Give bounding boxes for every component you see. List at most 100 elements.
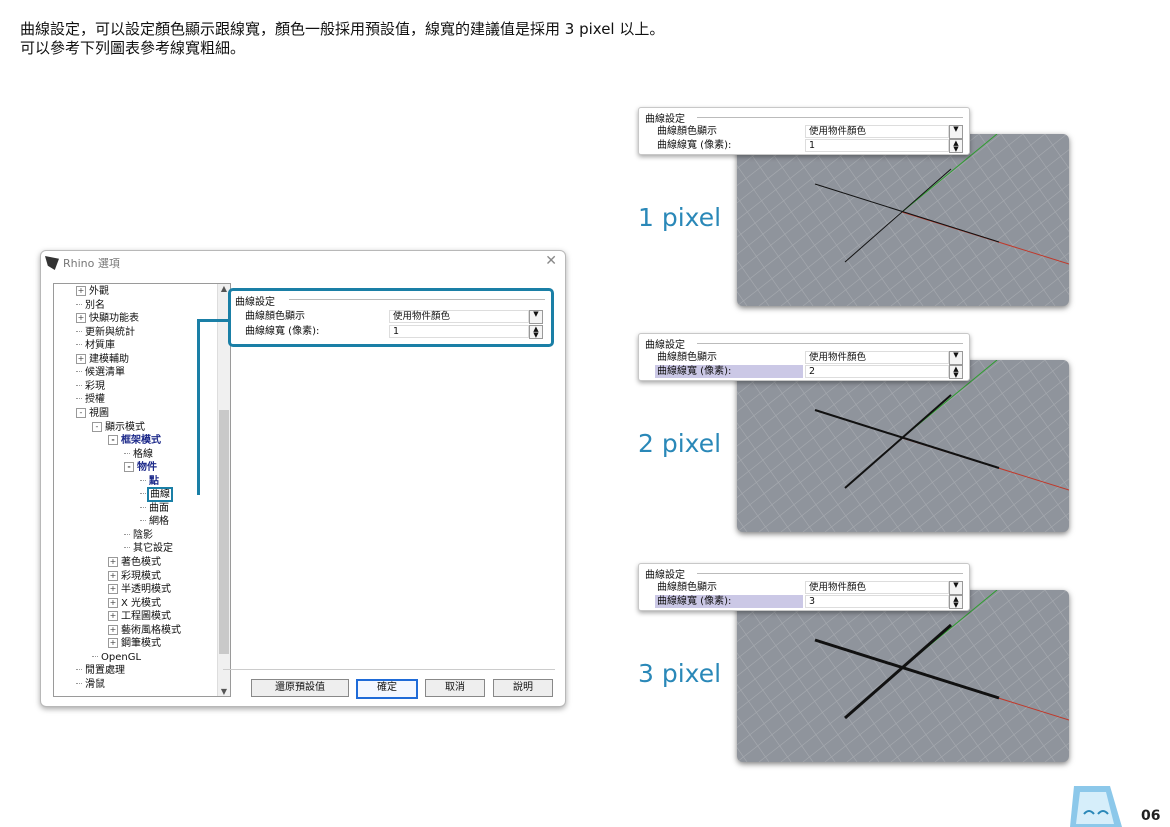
expand-icon[interactable]: + — [108, 638, 118, 649]
close-icon[interactable]: ✕ — [545, 253, 557, 269]
tree-item-label: 其它設定 — [133, 543, 173, 555]
cancel-button[interactable]: 取消 — [425, 679, 485, 697]
tree-item[interactable]: -物件 — [124, 462, 157, 474]
tree-item[interactable]: +X 光模式 — [108, 597, 161, 610]
tree-item[interactable]: -視圖 — [76, 407, 109, 420]
tree-item[interactable]: +藝術風格模式 — [108, 624, 181, 637]
chevron-down-icon[interactable]: ▼ — [529, 310, 543, 324]
expand-icon[interactable]: + — [108, 597, 118, 608]
collapse-icon[interactable]: - — [108, 435, 118, 446]
spinner-icon[interactable]: ▲▼ — [949, 139, 963, 153]
expand-icon[interactable]: + — [76, 353, 86, 364]
width-input[interactable]: 3 — [805, 595, 949, 608]
tree-scrollbar[interactable]: ▲ ▼ — [217, 284, 230, 696]
tree-item[interactable]: 陰影 — [124, 530, 153, 542]
tree-item[interactable]: 彩現 — [76, 381, 105, 393]
collapse-icon[interactable]: - — [124, 462, 134, 473]
color-label: 曲線顏色顯示 — [657, 582, 717, 593]
tree-item[interactable]: 閒置處理 — [76, 665, 125, 677]
rhino-options-dialog: Rhino 選項 ✕ ▲ ▼ +外觀別名+快顯功能表更新與統計材質庫+建模輔助候… — [40, 250, 566, 707]
group-divider — [289, 299, 545, 300]
group-divider — [697, 117, 963, 118]
restore-defaults-button[interactable]: 還原預設值 — [251, 679, 349, 697]
width-caption: 1 pixel — [638, 203, 722, 232]
tree-item[interactable]: -框架模式 — [108, 435, 161, 447]
width-input[interactable]: 2 — [805, 365, 949, 378]
tree-item-label: 陰影 — [133, 529, 153, 541]
tree-item[interactable]: 曲線 — [140, 487, 173, 503]
tree-item-label: 點 — [149, 475, 159, 487]
tree-item[interactable]: +著色模式 — [108, 557, 161, 569]
tree-connector — [76, 398, 82, 400]
color-row: 曲線顏色顯示 使用物件顏色 ▼ — [655, 351, 963, 365]
tree-connector — [76, 371, 82, 373]
tree-item-label: 彩現模式 — [121, 570, 161, 582]
chevron-down-icon[interactable]: ▼ — [949, 351, 963, 365]
tree-item-label: 鋼筆模式 — [121, 638, 161, 650]
expand-icon[interactable]: + — [76, 286, 86, 296]
tree-item[interactable]: 其它設定 — [124, 543, 173, 555]
tree-item[interactable]: +外觀 — [76, 286, 109, 298]
color-label: 曲線顏色顯示 — [245, 311, 305, 322]
tree-item[interactable]: 候選清單 — [76, 367, 125, 379]
expand-icon[interactable]: + — [76, 313, 86, 324]
color-select[interactable]: 使用物件顏色 — [805, 351, 949, 364]
intro-line-1: 曲線設定，可以設定顏色顯示跟線寬，顏色一般採用預設值，線寬的建議值是採用 3 p… — [20, 20, 665, 38]
width-label: 曲線線寬 (像素): — [655, 365, 803, 378]
color-select[interactable]: 使用物件顏色 — [389, 310, 529, 323]
dialog-title: Rhino 選項 — [63, 257, 120, 270]
spinner-icon[interactable]: ▲▼ — [949, 365, 963, 379]
tree-item[interactable]: +鋼筆模式 — [108, 638, 161, 650]
tree-item[interactable]: +彩現模式 — [108, 570, 161, 583]
tree-item-label: 物件 — [137, 462, 157, 474]
tree-item[interactable]: 網格 — [140, 516, 169, 528]
tree-item-label: 更新與統計 — [85, 326, 135, 338]
color-select[interactable]: 使用物件顏色 — [805, 581, 949, 594]
tree-item-label: 閒置處理 — [85, 665, 125, 677]
spinner-icon[interactable]: ▲▼ — [949, 595, 963, 609]
tree-item[interactable]: 曲面 — [140, 503, 169, 515]
group-title: 曲線設定 — [235, 293, 279, 308]
tree-item[interactable]: +工程圖模式 — [108, 611, 171, 623]
spinner-icon[interactable]: ▲▼ — [529, 325, 543, 339]
curve-settings-panel: 曲線設定 曲線顏色顯示 使用物件顏色 ▼ 曲線線寬 (像素): 3 ▲▼ — [638, 563, 970, 611]
connector-top — [197, 319, 228, 498]
expand-icon[interactable]: + — [108, 570, 118, 581]
collapse-icon[interactable]: - — [76, 407, 86, 418]
help-button[interactable]: 說明 — [493, 679, 553, 697]
expand-icon[interactable]: + — [108, 624, 118, 635]
expand-icon[interactable]: + — [108, 557, 118, 567]
tree-item-label: 網格 — [149, 516, 169, 528]
chevron-down-icon[interactable]: ▼ — [949, 125, 963, 139]
collapse-icon[interactable]: - — [92, 421, 102, 432]
tree-item[interactable]: 材質庫 — [76, 340, 115, 352]
width-input[interactable]: 1 — [805, 139, 949, 152]
expand-icon[interactable]: + — [108, 611, 118, 622]
tree-item[interactable]: 格線 — [124, 449, 153, 461]
tree-item[interactable]: -顯示模式 — [92, 421, 145, 434]
tree-item[interactable]: 點 — [140, 476, 159, 488]
tree-item[interactable]: 授權 — [76, 394, 105, 406]
tree-item[interactable]: +快顯功能表 — [76, 313, 139, 325]
options-tree[interactable]: ▲ ▼ +外觀別名+快顯功能表更新與統計材質庫+建模輔助候選清單彩現授權-視圖-… — [53, 283, 231, 697]
color-select[interactable]: 使用物件顏色 — [805, 125, 949, 138]
tree-item[interactable]: OpenGL — [92, 652, 141, 664]
tree-item[interactable]: 更新與統計 — [76, 327, 135, 339]
tree-item-label: 格線 — [133, 448, 153, 460]
scroll-down-icon[interactable]: ▼ — [220, 687, 228, 696]
tree-connector — [92, 655, 98, 657]
width-input[interactable]: 1 — [389, 325, 529, 338]
tree-item[interactable]: +半透明模式 — [108, 584, 171, 596]
tree-item[interactable]: +建模輔助 — [76, 353, 129, 366]
rhino-logo-icon — [45, 256, 59, 270]
dialog-titlebar: Rhino 選項 ✕ — [41, 251, 565, 275]
tree-item[interactable]: 滑鼠 — [76, 679, 105, 691]
expand-icon[interactable]: + — [108, 584, 118, 595]
chevron-down-icon[interactable]: ▼ — [949, 581, 963, 595]
ok-button[interactable]: 確定 — [356, 679, 418, 699]
tree-item[interactable]: 別名 — [76, 300, 105, 312]
scroll-thumb[interactable] — [219, 410, 229, 654]
tree-connector — [76, 344, 82, 346]
tree-item-label: 建模輔助 — [89, 353, 129, 365]
scroll-up-icon[interactable]: ▲ — [220, 284, 228, 293]
